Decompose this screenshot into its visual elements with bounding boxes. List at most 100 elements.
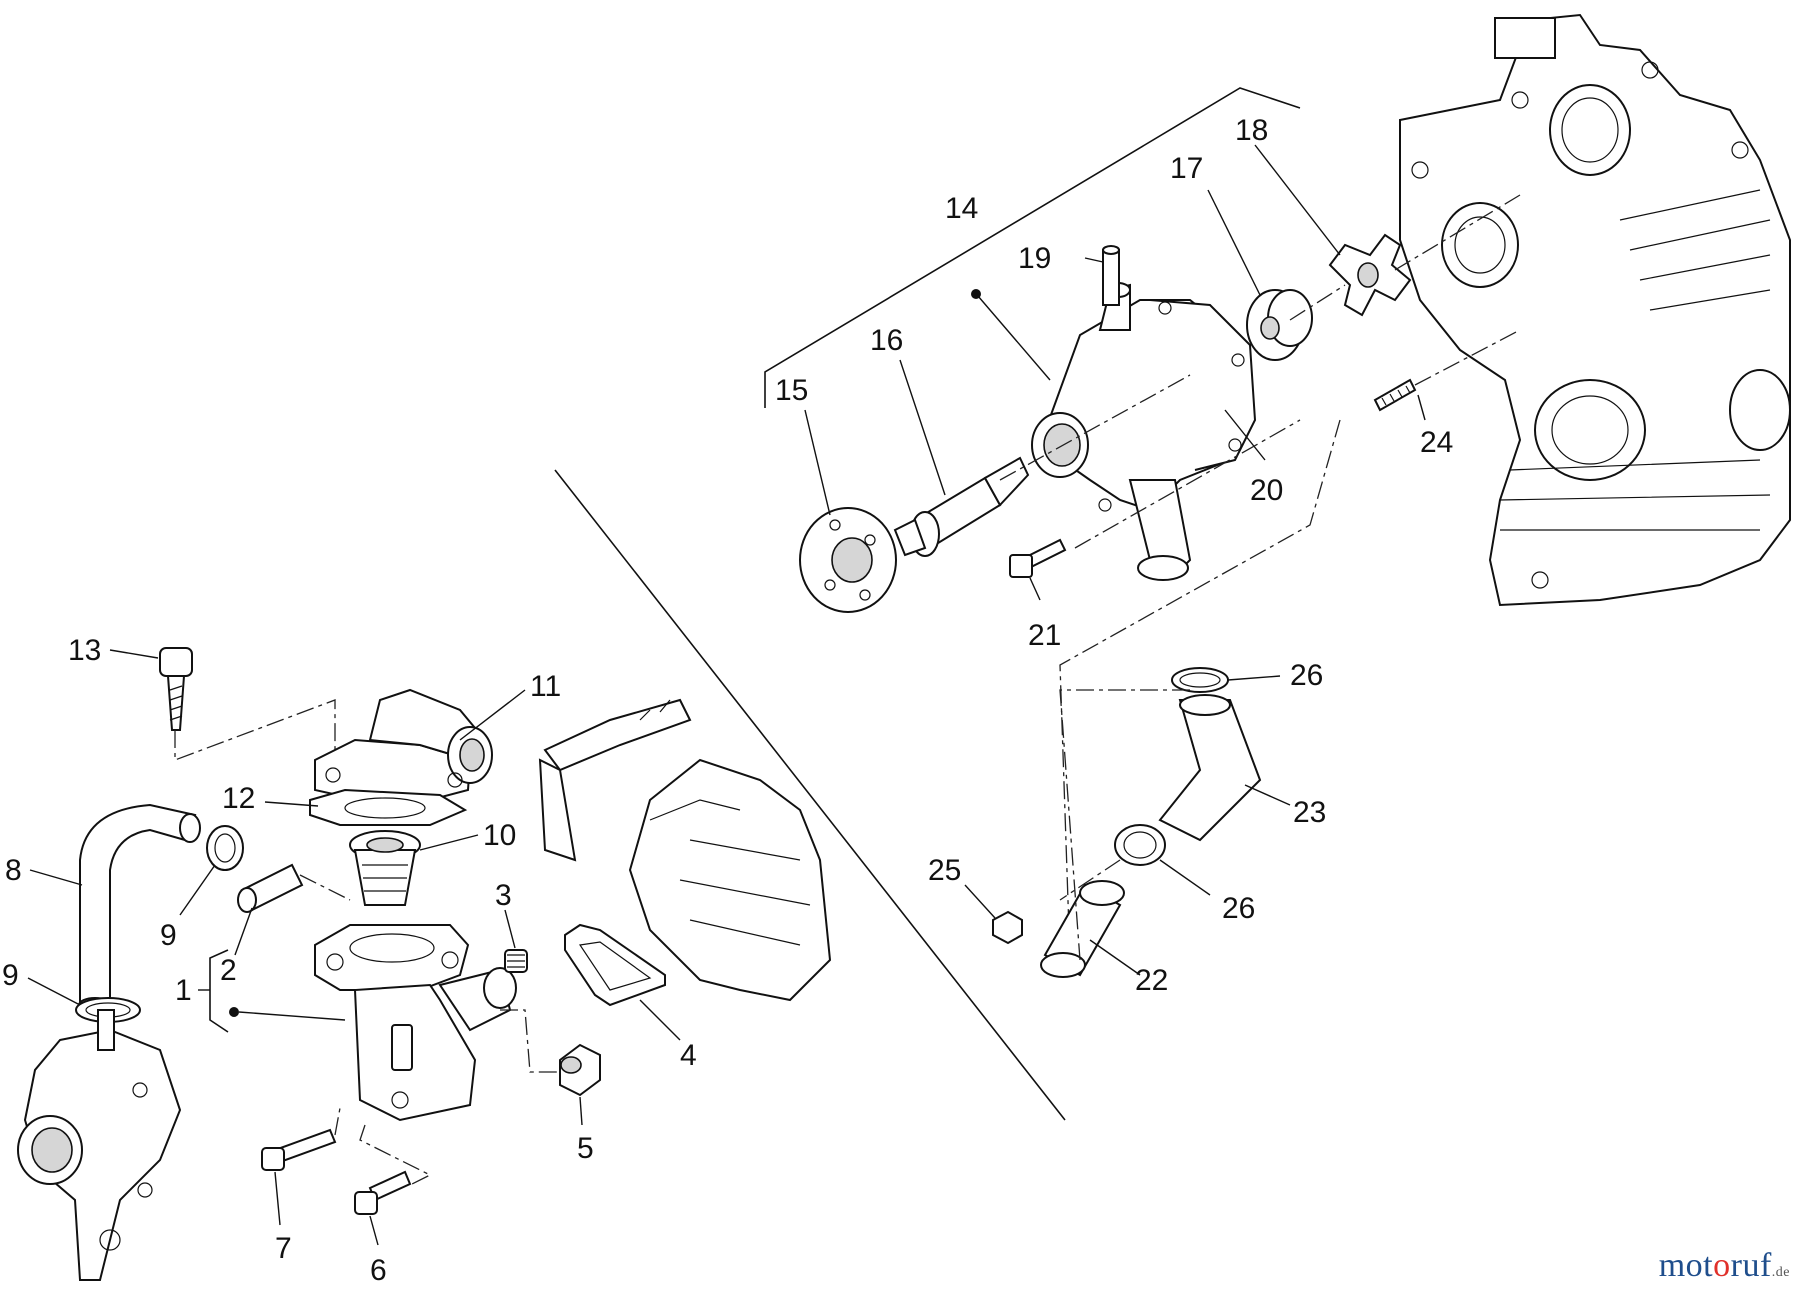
callout-18: 18	[1235, 114, 1268, 147]
part-26-clamp-lower	[1114, 824, 1166, 866]
watermark-logo: motoruf.de	[1659, 1247, 1790, 1285]
leader-4	[639, 999, 681, 1041]
dash-pump-axis	[999, 194, 1521, 549]
part-23-hose	[1158, 694, 1262, 842]
callout-6: 6	[370, 1254, 387, 1287]
watermark-tld: .de	[1771, 1265, 1790, 1280]
callout-19: 19	[1018, 242, 1051, 275]
callout-10: 10	[483, 819, 516, 852]
lower-pump-body	[17, 1009, 182, 1281]
watermark-text-2: ruf	[1730, 1247, 1772, 1284]
callout-4: 4	[680, 1039, 697, 1072]
part-2-pipe	[237, 863, 304, 913]
engine-fragment	[538, 698, 832, 1002]
part-13-bolt	[159, 647, 193, 731]
callout-9b: 9	[2, 959, 19, 992]
leader-9b	[27, 977, 81, 1006]
callout-20: 20	[1250, 474, 1283, 507]
callout-12: 12	[222, 782, 255, 815]
leader-16	[899, 359, 946, 496]
callout-labels: 1 2 3 4 5 6 7 8 9 9 10 11 12 13 14 15 16…	[2, 114, 1453, 1287]
leader-23	[1244, 784, 1291, 806]
leader-18	[1254, 144, 1341, 256]
leader-6	[369, 1215, 379, 1246]
callout-22: 22	[1135, 964, 1168, 997]
leader-3	[504, 909, 516, 949]
callout-26a: 26	[1290, 659, 1323, 692]
leader-13	[109, 649, 159, 659]
part-1-thermostat-housing	[314, 924, 517, 1122]
dash-hose	[1059, 689, 1190, 961]
leader-11	[459, 689, 526, 741]
leader-22	[1089, 939, 1141, 976]
part-21-bolt	[1009, 538, 1067, 578]
dot-14	[971, 289, 981, 299]
dash-5	[500, 1009, 558, 1073]
callout-2: 2	[220, 954, 237, 987]
part-5-plug	[559, 1043, 601, 1097]
callout-1: 1	[175, 974, 192, 1007]
bracket-1	[209, 949, 229, 1033]
part-18-impeller	[1328, 233, 1412, 317]
part-7-bolt	[261, 1128, 337, 1171]
leader-7	[274, 1171, 281, 1226]
callout-15: 15	[775, 374, 808, 407]
leader-10	[419, 834, 479, 851]
dash-2	[299, 874, 351, 901]
leader-2	[234, 907, 253, 956]
part-20-pump-body	[1031, 282, 1257, 581]
leader-8	[29, 869, 83, 886]
watermark-text-o: o	[1713, 1247, 1731, 1284]
leader-20	[1224, 409, 1266, 461]
part-11-thermostat-cover	[314, 688, 493, 801]
leader-17	[1207, 189, 1261, 296]
part-25-nut	[992, 910, 1023, 945]
callout-3: 3	[495, 879, 512, 912]
dot-1	[229, 1007, 239, 1017]
leader-5	[579, 1096, 583, 1126]
leader-25	[964, 884, 996, 919]
dash-6-7	[334, 1107, 432, 1186]
part-12-gasket	[309, 788, 468, 826]
callout-7: 7	[275, 1232, 292, 1265]
callout-21: 21	[1028, 619, 1061, 652]
callout-13: 13	[68, 634, 101, 667]
part-15-pulley	[799, 507, 897, 613]
callout-14: 14	[945, 192, 978, 225]
callout-24: 24	[1420, 426, 1453, 459]
callout-25: 25	[928, 854, 961, 887]
dash-13	[174, 699, 336, 780]
callout-5: 5	[577, 1132, 594, 1165]
part-24-stud	[1373, 378, 1417, 412]
leader-24	[1417, 394, 1426, 421]
part-4-gasket	[564, 923, 666, 1007]
part-19-pin	[1102, 245, 1120, 306]
part-22-pipe	[1040, 880, 1125, 978]
leader-19	[1084, 257, 1104, 263]
dash-stud	[1059, 329, 1521, 961]
leader-26a	[1227, 675, 1281, 681]
part-16-shaft-bearing	[893, 456, 1030, 557]
engine-block	[1399, 13, 1791, 607]
leader-15	[804, 409, 831, 516]
callout-26b: 26	[1222, 892, 1255, 925]
watermark-text-1: mot	[1658, 1247, 1714, 1284]
leader-9a	[179, 864, 216, 916]
leader-14-dot	[977, 295, 1051, 381]
bracket-14	[764, 87, 1301, 408]
callout-8: 8	[5, 854, 22, 887]
part-10-thermostat	[349, 830, 421, 906]
callout-16: 16	[870, 324, 903, 357]
part-17-seal	[1246, 289, 1313, 361]
callout-23: 23	[1293, 796, 1326, 829]
part-26-clamp-upper	[1171, 667, 1229, 693]
callout-11: 11	[530, 670, 561, 703]
divider-line	[554, 469, 1066, 1121]
callout-9a: 9	[160, 919, 177, 952]
leader-1-dot	[238, 1011, 346, 1021]
callout-17: 17	[1170, 152, 1203, 185]
leader-26b	[1159, 859, 1211, 896]
part-3-plug	[504, 949, 528, 973]
leader-12	[264, 801, 319, 807]
